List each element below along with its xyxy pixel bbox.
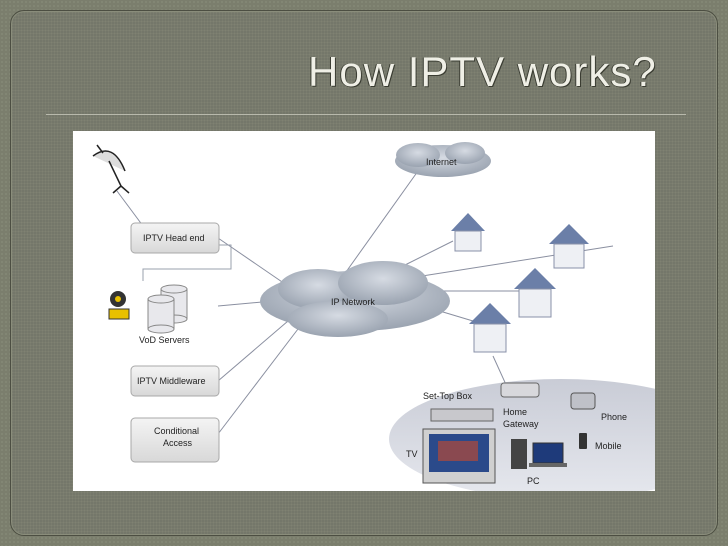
- tv-label: TV: [406, 449, 418, 459]
- conditional-access-box: [130, 417, 220, 463]
- head-end-label: IPTV Head end: [143, 233, 205, 243]
- mobile-icon: [579, 433, 587, 449]
- middleware-label: IPTV Middleware: [137, 376, 206, 386]
- vod-servers-label: VoD Servers: [139, 335, 190, 345]
- phone-label: Phone: [601, 412, 628, 422]
- ip-network-label: IP Network: [331, 297, 375, 307]
- head-end-box: [130, 222, 220, 254]
- vod-servers-icon: [147, 284, 188, 334]
- phone-icon: [570, 392, 596, 410]
- home-gateway-label-2: Gateway: [503, 419, 539, 429]
- home-gateway-label-1: Home: [503, 407, 528, 417]
- title-rule: [46, 114, 686, 115]
- house-icon-4: [469, 303, 511, 353]
- house-icon-3: [514, 268, 556, 318]
- slide-title: How IPTV works?: [308, 48, 657, 95]
- film-reel-icon: [108, 291, 130, 320]
- iptv-diagram: Internet IP Network IPTV Head end VoD Se…: [73, 131, 655, 491]
- mobile-label: Mobile: [595, 441, 622, 451]
- middleware-box: [130, 365, 220, 397]
- pc-label: PC: [527, 476, 540, 486]
- pc-icon: [511, 439, 567, 469]
- satellite-dish-icon: [92, 144, 130, 194]
- tv-icon: [422, 428, 496, 484]
- house-icon-2: [549, 224, 589, 269]
- house-icon-1: [451, 213, 485, 252]
- home-gateway-icon: [500, 382, 540, 398]
- diagram-graphics: [92, 142, 655, 491]
- internet-cloud: [395, 142, 491, 177]
- conditional-access-label-2: Access: [163, 438, 193, 448]
- internet-label: Internet: [426, 157, 457, 167]
- set-top-box-icon: [430, 408, 494, 422]
- ip-network-cloud: [260, 261, 450, 337]
- set-top-box-label: Set-Top Box: [423, 391, 473, 401]
- conditional-access-label-1: Conditional: [154, 426, 200, 436]
